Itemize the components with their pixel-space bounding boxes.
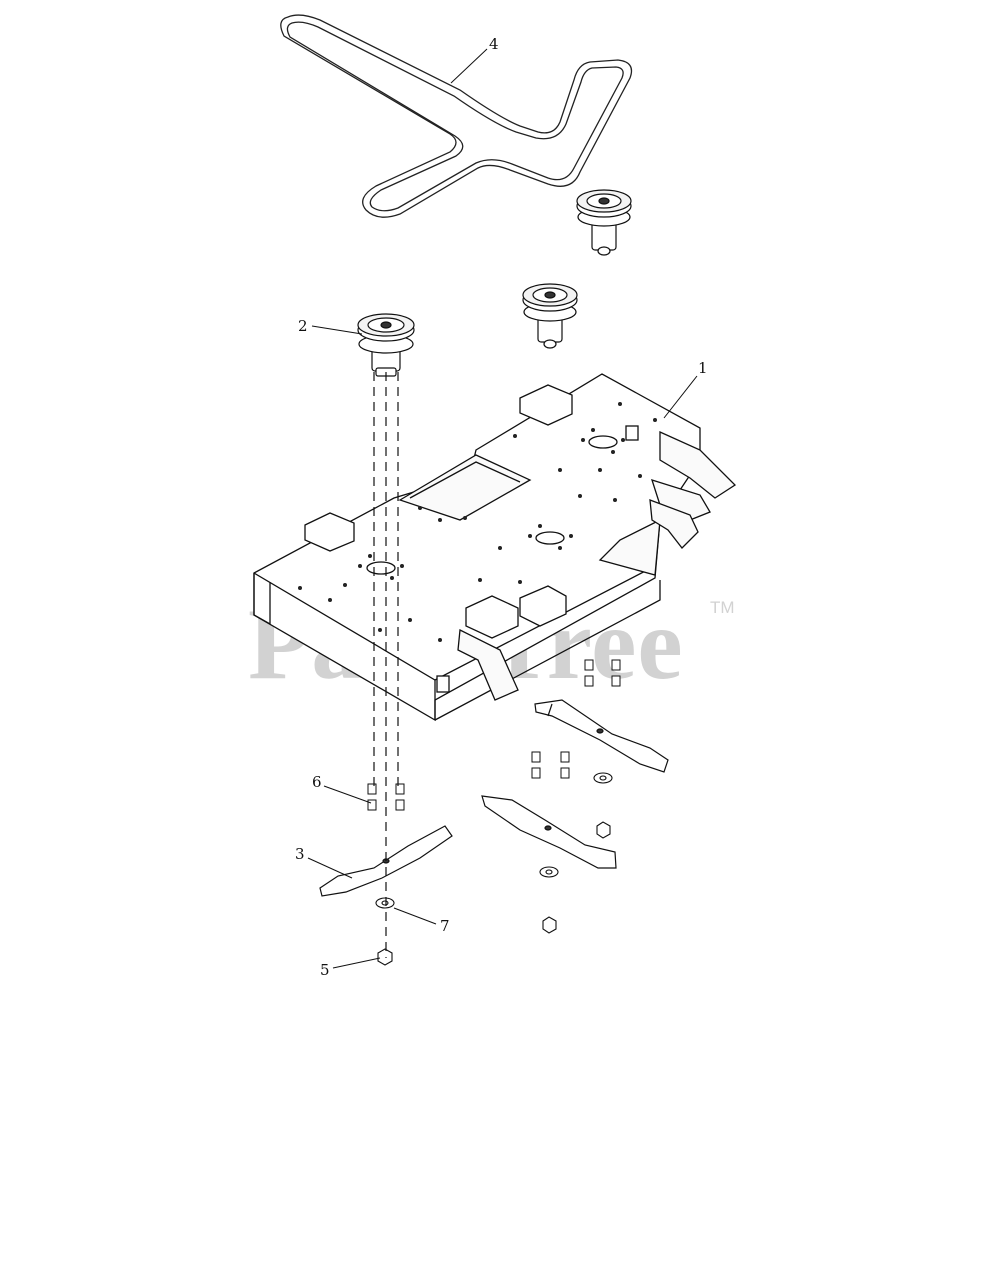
mower-deck (253, 373, 737, 722)
spindle-assembly-rear (576, 189, 632, 256)
assembly-centerlines (373, 372, 399, 958)
callout-7: 7 (440, 917, 450, 935)
callout-leaders (307, 48, 698, 969)
spindle-assembly-left (357, 313, 415, 377)
callout-2: 2 (298, 317, 308, 335)
callout-1: 1 (698, 359, 708, 377)
drive-belt (280, 14, 633, 218)
callout-numbers: 1 2 3 4 5 6 7 (295, 35, 708, 979)
callout-3: 3 (295, 845, 305, 863)
deck-bolt-holes (298, 402, 657, 642)
blade-right-lower (481, 795, 617, 869)
blade-right-upper (534, 699, 669, 773)
watermark-trademark: TM (710, 598, 735, 617)
callout-4: 4 (489, 35, 499, 53)
spindle-assembly-center (522, 283, 578, 349)
callout-6: 6 (312, 773, 322, 791)
callout-5: 5 (320, 961, 330, 979)
hardware-washers-nuts (375, 772, 613, 966)
hardware-bolts (367, 659, 621, 811)
